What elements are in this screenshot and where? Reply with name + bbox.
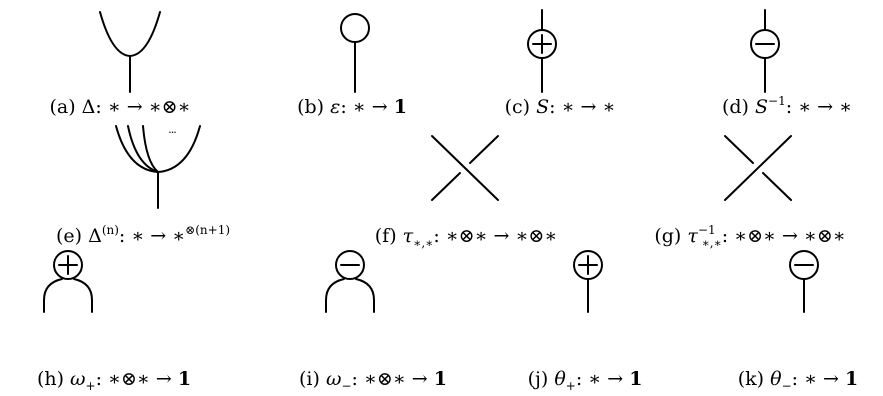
ellipsis-dots: ··· xyxy=(168,126,176,139)
caption-k: (k) θ−: ∗ → 1 xyxy=(737,368,859,393)
caption-d: (d) S−1: ∗ → ∗ xyxy=(721,94,853,118)
caption-a: (a) Δ: ∗ → ∗⊗∗ xyxy=(49,96,191,118)
caption-e: (e) Δ(n): ∗ → ∗⊗(n+1) xyxy=(55,223,231,247)
inverse-antipode-diagram xyxy=(750,9,780,93)
counit-diagram xyxy=(340,13,370,93)
caption-i: (i) ω−: ∗⊗∗ → 1 xyxy=(299,368,447,393)
caption-f: (f) τ∗,∗: ∗⊗∗ → ∗⊗∗ xyxy=(374,225,558,250)
inverse-braiding-diagram xyxy=(724,135,792,201)
omega-minus-diagram xyxy=(325,250,375,313)
antipode-diagram xyxy=(527,9,557,93)
braiding-diagram xyxy=(431,135,499,201)
caption-c: (c) S: ∗ → ∗ xyxy=(504,96,616,118)
coproduct-diagram xyxy=(99,11,161,93)
caption-j: (j) θ+: ∗ → 1 xyxy=(527,368,643,393)
iterated-coproduct-diagram xyxy=(115,125,201,209)
caption-h: (h) ω+: ∗⊗∗ → 1 xyxy=(36,368,192,393)
theta-plus-diagram xyxy=(573,250,603,313)
omega-plus-diagram xyxy=(43,250,93,313)
caption-b: (b) ε: ∗ → 1 xyxy=(297,96,407,118)
caption-g: (g) τ−1∗,∗: ∗⊗∗ → ∗⊗∗ xyxy=(654,223,846,250)
theta-minus-diagram xyxy=(789,250,819,313)
